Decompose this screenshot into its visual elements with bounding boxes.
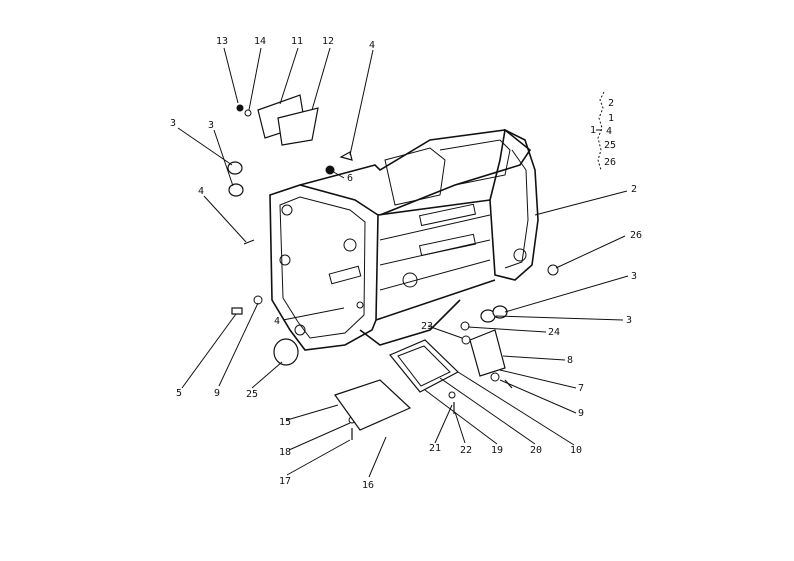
callout-26: 26 (630, 230, 642, 241)
legend-item: 4 (606, 126, 612, 137)
callout-24: 24 (548, 327, 560, 338)
cover-plate-15 (334, 379, 412, 431)
callout-3: 3 (208, 120, 214, 131)
callout-23: 23 (421, 321, 433, 332)
callout-11: 11 (291, 36, 303, 47)
callout-2: 2 (631, 184, 637, 195)
legend-item: 25 (604, 140, 616, 151)
top-cover-parts (236, 94, 319, 146)
leader-lines (177, 47, 629, 478)
bushings (227, 161, 508, 323)
callout-13: 13 (216, 36, 228, 47)
callout-3: 3 (631, 271, 637, 282)
bolts (231, 151, 559, 440)
callout-18: 18 (279, 447, 291, 458)
callout-7: 7 (578, 383, 584, 394)
callout-20: 20 (530, 445, 542, 456)
callout-5: 5 (176, 388, 182, 399)
callout-labels: 13 14 11 12 4 3 3 4 6 2 26 3 3 24 23 8 7… (170, 36, 642, 491)
callout-14: 14 (254, 36, 266, 47)
plug-25 (273, 338, 299, 366)
callout-9: 9 (578, 408, 584, 419)
callout-17: 17 (279, 476, 291, 487)
legend-item: 26 (604, 157, 616, 168)
callout-10: 10 (570, 445, 582, 456)
housing-body (269, 128, 539, 351)
callout-25: 25 (246, 389, 258, 400)
legend-item: 1 (608, 113, 614, 124)
callout-4: 4 (369, 40, 375, 51)
callout-4: 4 (274, 316, 280, 327)
callout-15: 15 (279, 417, 291, 428)
callout-6: 6 (347, 173, 353, 184)
group-legend: 1 2 1 4 25 26 (590, 91, 616, 171)
callout-3: 3 (170, 118, 176, 129)
callout-16: 16 (362, 480, 374, 491)
callout-9: 9 (214, 388, 220, 399)
callout-4: 4 (198, 186, 204, 197)
callout-19: 19 (491, 445, 503, 456)
callout-8: 8 (567, 355, 573, 366)
callout-3: 3 (626, 315, 632, 326)
callout-21: 21 (429, 443, 441, 454)
legend-group-number: 1 (590, 125, 596, 136)
side-cover-8 (469, 329, 506, 377)
legend-item: 2 (608, 98, 614, 109)
callout-12: 12 (322, 36, 334, 47)
callout-22: 22 (460, 445, 472, 456)
